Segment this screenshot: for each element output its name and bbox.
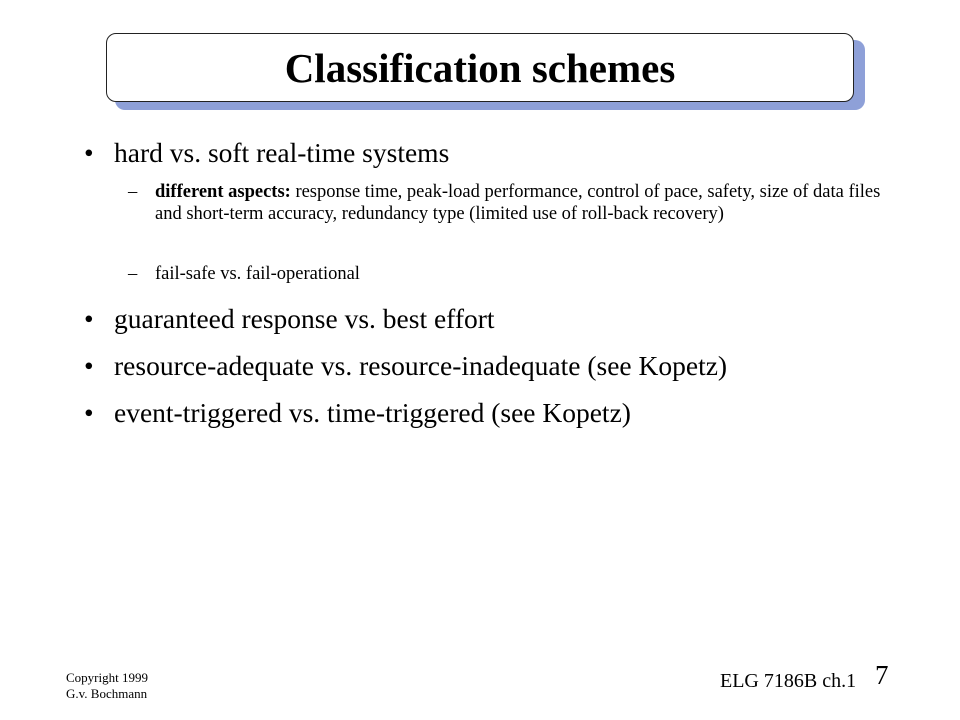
page-number: 7 [875,660,889,690]
bullet-item: • hard vs. soft real-time systems [84,137,449,169]
bullet-text: event-triggered vs. time-triggered (see … [114,397,631,428]
footer-course-label: ELG 7186B ch.1 [720,670,857,692]
sub-item: – fail-safe vs. fail-operational [128,263,895,285]
sub-item-body: response time, peak-load performance, co… [155,182,881,224]
bullet-text: resource-adequate vs. resource-inadequat… [114,350,728,381]
title-box: Classification schemes [106,33,854,102]
bullet-symbol: • [84,350,94,381]
slide-title: Classification schemes [284,44,676,91]
bullet-item: • resource-adequate vs. resource-inadequa… [84,350,727,382]
footer-copyright: Copyright 1999 G.v. Bochmann [66,670,148,702]
sub-item-lead: different aspects: [155,182,291,202]
sub-symbol: – [128,264,138,284]
bullet-symbol: • [84,397,94,428]
bullet-symbol: • [84,303,94,334]
bullet-item: • guaranteed response vs. best effort [84,303,495,335]
bullet-item: • event-triggered vs. time-triggered (see… [84,397,631,429]
copyright-line: Copyright 1999 [66,670,148,685]
sub-item: – different aspects: response time, peak… [128,181,895,225]
bullet-text: hard vs. soft real-time systems [114,137,450,168]
sub-item-text: fail-safe vs. fail-operational [155,263,895,285]
sub-item-text: different aspects: response time, peak-l… [155,181,895,225]
sub-item-body: fail-safe vs. fail-operational [155,264,360,284]
sub-symbol: – [128,182,138,202]
bullet-symbol: • [84,137,94,168]
bullet-text: guaranteed response vs. best effort [114,303,495,334]
author-line: G.v. Bochmann [66,686,148,701]
